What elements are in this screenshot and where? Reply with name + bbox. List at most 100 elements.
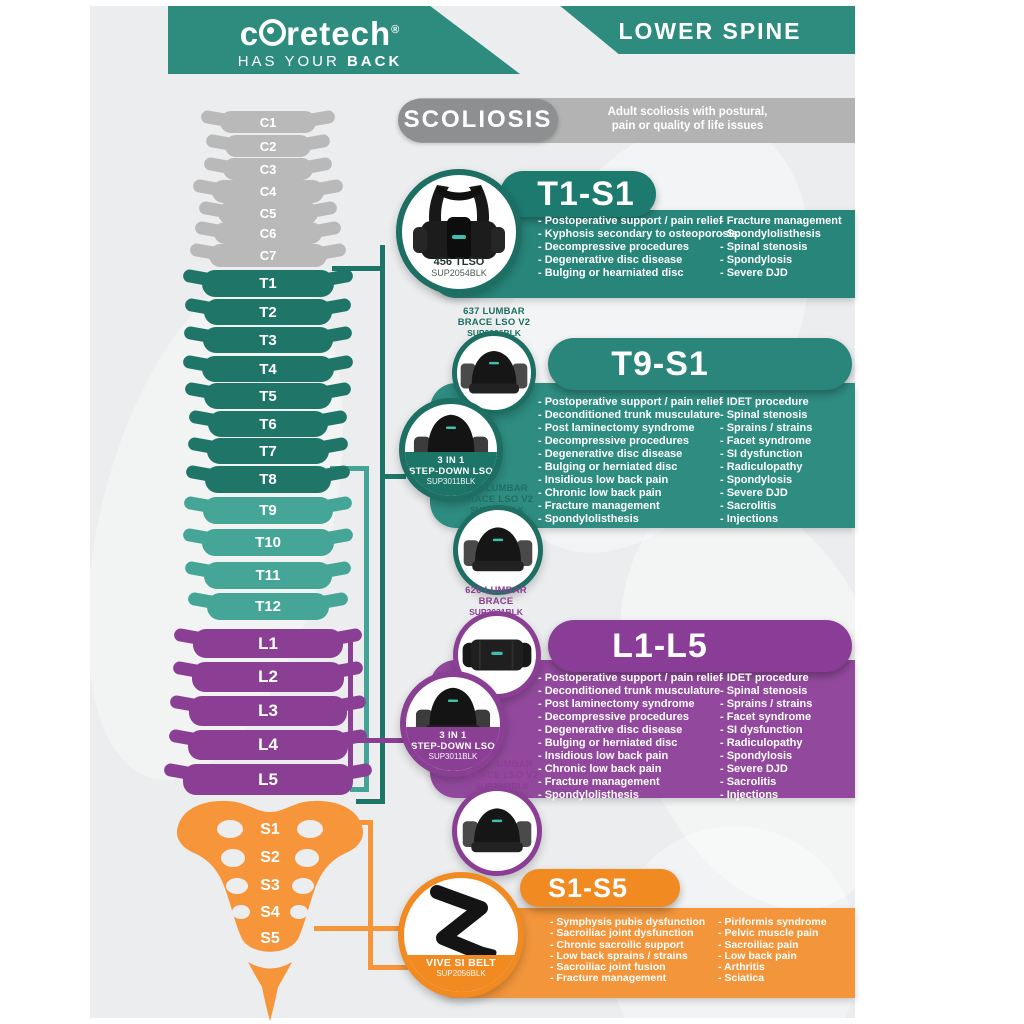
vertebra-t4: T4 bbox=[202, 356, 334, 382]
product-circle-637 bbox=[452, 331, 536, 415]
product-name-line2: BRACE LSO V2 bbox=[457, 316, 531, 328]
indication-item: - Fracture management bbox=[720, 215, 842, 227]
indication-item: - Spondylosis bbox=[720, 254, 793, 266]
indication-item: - Insidious low back pain bbox=[538, 750, 669, 762]
indication-item: - Deconditioned trunk musculature bbox=[538, 409, 721, 421]
indication-item: - Postoperative support / pain relief bbox=[538, 215, 723, 227]
indication-item: - Facet syndrome bbox=[720, 711, 812, 723]
product-circle-456-tlso: 456 TLSO SUP2054BLK bbox=[396, 169, 522, 295]
indication-item: - Post laminectomy syndrome bbox=[538, 698, 695, 710]
indication-item: - Sacroiliac joint fusion bbox=[550, 961, 666, 974]
indication-item: - Deconditioned trunk musculature bbox=[538, 685, 721, 697]
product-image-631 bbox=[463, 527, 533, 572]
bracket-t1s1-vertical bbox=[380, 245, 385, 804]
indication-item: - IDET procedure bbox=[720, 396, 809, 408]
indication-item: - Pelvic muscle pain bbox=[718, 927, 819, 940]
section-t9s1-title: T9-S1 bbox=[548, 338, 852, 390]
indication-item: - Sprains / strains bbox=[720, 698, 813, 710]
vertebra-c6: C6 bbox=[214, 222, 322, 244]
s1s5-indications-right: - Piriformis syndrome- Pelvic muscle pai… bbox=[718, 916, 827, 985]
sacrum-body bbox=[176, 800, 364, 952]
product-name-line1: 637 LUMBAR bbox=[463, 306, 525, 317]
bracket-l1l5-branch bbox=[348, 738, 406, 743]
vertebra-c5: C5 bbox=[218, 202, 318, 224]
indication-item: - Arthritis bbox=[718, 961, 765, 974]
vertebra-t5: T5 bbox=[204, 383, 332, 409]
product-label-456-tlso: 456 TLSO SUP2054BLK bbox=[402, 256, 516, 279]
vertebra-l4: L4 bbox=[188, 730, 348, 760]
indication-item: - Piriformis syndrome bbox=[718, 916, 827, 928]
indication-item: - Sacrolitis bbox=[720, 500, 777, 512]
sacrum-graphic: S1 S2 S3 S4 S5 bbox=[176, 800, 364, 1021]
indication-item: - Sacrolitis bbox=[720, 776, 777, 788]
indication-item: - Bulging or herniated disc bbox=[538, 737, 678, 749]
indication-item: - Spondylolisthesis bbox=[538, 513, 639, 525]
vertebra-t12: T12 bbox=[207, 593, 329, 620]
indication-item: - Spondylosis bbox=[720, 750, 793, 762]
bracket-t9s1-top bbox=[330, 466, 369, 471]
indication-item: - Degenerative disc disease bbox=[538, 724, 683, 736]
vertebra-s1: S1 bbox=[260, 821, 280, 838]
bracket-t9s1-bottom bbox=[350, 787, 369, 792]
l1l5-indications-right: - IDET procedure- Spinal stenosis- Sprai… bbox=[720, 672, 812, 802]
product-label-3in1-t9: 3 IN 1 STEP-DOWN LSO SUP3011BLK bbox=[405, 452, 497, 496]
indication-item: - Spinal stenosis bbox=[720, 409, 808, 421]
t1s1-indications-right: - Fracture management- Spondylolisthesis… bbox=[720, 215, 842, 280]
vertebra-l5: L5 bbox=[183, 764, 353, 795]
indication-item: - Spondylolisthesis bbox=[538, 789, 639, 801]
vertebra-c2: C2 bbox=[225, 135, 311, 157]
vertebra-s2: S2 bbox=[260, 849, 280, 866]
product-name-line2: BRACE bbox=[478, 595, 514, 607]
indication-item: - Injections bbox=[720, 789, 779, 801]
bracket-s1s5-vertical bbox=[368, 820, 373, 970]
vertebra-t3: T3 bbox=[203, 327, 333, 353]
indication-item: - Chronic low back pain bbox=[538, 763, 662, 775]
bracket-t1s1-top bbox=[332, 266, 385, 271]
vertebra-s5: S5 bbox=[260, 930, 280, 947]
indication-item: - Facet syndrome bbox=[720, 435, 812, 447]
s1s5-indications-left: - Symphysis pubis dysfunction- Sacroilia… bbox=[550, 916, 705, 985]
indication-item: - Sprains / strains bbox=[720, 422, 813, 434]
indication-item: - Degenerative disc disease bbox=[538, 448, 683, 460]
indication-item: - Chronic sacroilic support bbox=[550, 938, 684, 951]
product-name-line2: STEP-DOWN LSO bbox=[408, 465, 494, 477]
t9s1-indications-right: - IDET procedure- Spinal stenosis- Sprai… bbox=[720, 396, 812, 526]
product-image-627 bbox=[462, 808, 532, 853]
header-right-band bbox=[560, 6, 855, 54]
indication-item: - Decompressive procedures bbox=[538, 711, 690, 723]
product-name: 456 TLSO bbox=[433, 256, 485, 268]
page-title: LOWER SPINE bbox=[618, 18, 802, 44]
indication-item: - Spondylosis bbox=[720, 474, 793, 486]
t9s1-indications-left: - Postoperative support / pain relief- D… bbox=[538, 396, 723, 526]
product-sku: SUP2056BLK bbox=[436, 968, 486, 978]
indication-item: - Sacroiliac joint dysfunction bbox=[550, 927, 694, 940]
t1s1-indications-left: - Postoperative support / pain relief- K… bbox=[538, 215, 738, 280]
vertebra-t2: T2 bbox=[204, 299, 332, 325]
indication-item: - Spinal stenosis bbox=[720, 685, 808, 697]
indication-item: - Low back pain bbox=[718, 949, 797, 962]
logo-o-icon bbox=[259, 19, 287, 46]
indication-item: - Kyphosis secondary to osteoporosis bbox=[538, 228, 738, 240]
product-name-line2: BRACE LSO V2 bbox=[460, 493, 534, 505]
bracket-s1s5-branch bbox=[314, 926, 404, 931]
indication-item: - Radiculopathy bbox=[720, 737, 803, 749]
bracket-t9s1-branch bbox=[380, 474, 406, 479]
vertebra-t11: T11 bbox=[204, 562, 332, 589]
vertebra-c4: C4 bbox=[212, 180, 324, 203]
indication-item: - Insidious low back pain bbox=[538, 474, 669, 486]
product-image-vive-si-belt bbox=[430, 885, 497, 963]
vertebra-t6: T6 bbox=[208, 411, 328, 437]
product-circle-631 bbox=[453, 505, 543, 595]
vertebra-t9: T9 bbox=[203, 497, 333, 524]
vertebra-t1: T1 bbox=[202, 270, 334, 297]
indication-item: - Bulging or herniated disc bbox=[538, 461, 678, 473]
vertebra-s4: S4 bbox=[260, 904, 280, 921]
indication-item: - Postoperative support / pain relief bbox=[538, 396, 723, 408]
product-label-vive-si-belt: VIVE SI BELT SUP2056BLK bbox=[404, 955, 518, 992]
product-sku: SUP2054BLK bbox=[431, 268, 487, 278]
indication-item: - Severe DJD bbox=[720, 763, 788, 775]
bracket-t9s1-vertical bbox=[364, 466, 369, 792]
